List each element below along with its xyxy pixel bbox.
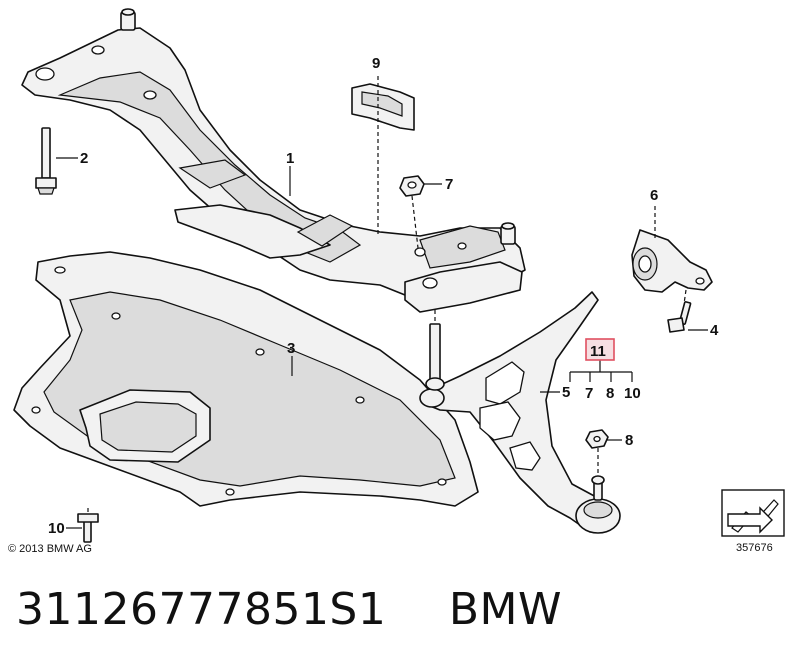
reference-number: 357676 [736, 542, 773, 554]
callout-7-group: 7 [585, 385, 593, 402]
callout-11-highlight [585, 338, 615, 361]
footer-caption: 31126777851S1 BMW [16, 584, 562, 644]
callout-8-right: 8 [625, 432, 633, 449]
bolt-part-2 [35, 127, 57, 195]
screw-part-4 [667, 301, 692, 333]
callout-11: 11 [590, 343, 606, 360]
nut-part-8 [585, 429, 609, 449]
callout-10-bottom: 10 [48, 520, 65, 537]
bolt-part-10 [77, 513, 99, 543]
copyright-notice: © 2013 BMW AG [8, 543, 92, 555]
callout-6: 6 [650, 187, 658, 204]
callout-2: 2 [80, 150, 88, 167]
callout-9: 9 [372, 55, 380, 72]
brand-name: BMW [448, 584, 563, 635]
callout-4: 4 [710, 322, 719, 339]
callout-8-group: 8 [606, 385, 614, 402]
parts-diagram: 1 2 3 4 5 6 7 7 8 8 9 10 10 11 © 2013 BM… [8, 8, 785, 555]
callout-3: 3 [287, 340, 295, 357]
rubber-mount-part-6 [631, 229, 713, 293]
protection-plate-part-3 [13, 251, 479, 507]
callout-10-group: 10 [624, 385, 641, 402]
control-arm-part-5 [419, 291, 621, 534]
nut-part-7 [399, 175, 425, 197]
part-number: 31126777851S1 [16, 584, 387, 635]
subframe-part [21, 8, 526, 313]
callout-1: 1 [286, 150, 294, 167]
callout-5: 5 [562, 384, 570, 401]
reference-symbol [721, 489, 785, 537]
bracket-part-9 [351, 83, 415, 131]
callout-7-top: 7 [445, 176, 453, 193]
arm-stud [425, 323, 445, 391]
